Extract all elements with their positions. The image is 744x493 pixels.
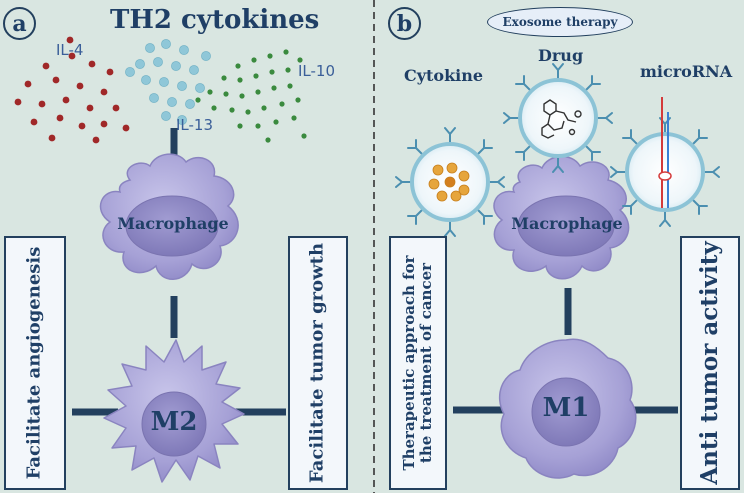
panel-b-label: b (396, 10, 413, 37)
il13-label: IL-13 (176, 116, 214, 134)
il4-dots (14, 36, 130, 144)
macrophage-cell-b (493, 155, 630, 280)
therapeutic-line-1: Therapeutic approach for (399, 255, 418, 471)
il10-dots (195, 49, 307, 143)
therapeutic-line-2: the treatment of cancer (417, 262, 435, 464)
m1-label: M1 (542, 393, 590, 423)
microrna-label: microRNA (640, 62, 733, 81)
panel-b-badge: b (388, 7, 421, 40)
exosome-drug (503, 63, 613, 173)
angiogenesis-text: Facilitate angiogenesis (23, 246, 45, 480)
exosome-microrna (610, 97, 720, 227)
panel-a-title: TH2 cytokines (110, 5, 320, 35)
m2-label: M2 (150, 407, 198, 437)
m2-cell (103, 339, 245, 483)
il10-label: IL-10 (298, 62, 336, 80)
exosome-therapy-badge: Exosome therapy (487, 7, 633, 37)
macrophage-label-a: Macrophage (117, 214, 229, 233)
exosome-cytokine (395, 127, 505, 237)
anti-tumor-text: Anti tumor activity (695, 241, 723, 485)
cytokine-label: Cytokine (404, 66, 484, 85)
therapeutic-approach-text: Therapeutic approach for the treatment o… (399, 255, 436, 471)
anti-tumor-box: Anti tumor activity (680, 236, 740, 490)
il13-dots (125, 39, 211, 125)
macrophage-cell-a (99, 153, 239, 280)
macrophage-label-b: Macrophage (511, 214, 623, 233)
il4-label: IL-4 (56, 41, 84, 59)
drug-label: Drug (538, 46, 584, 65)
angiogenesis-box: Facilitate angiogenesis (4, 236, 66, 490)
tumor-growth-box: Facilitate tumor growth (288, 236, 348, 490)
panel-a-label: a (12, 10, 27, 37)
connectors-b (453, 288, 678, 414)
m1-cell (499, 338, 637, 479)
panel-a-badge: a (3, 7, 36, 40)
tumor-growth-text: Facilitate tumor growth (306, 242, 328, 484)
therapeutic-approach-box: Therapeutic approach for the treatment o… (389, 236, 447, 490)
exosome-therapy-label: Exosome therapy (502, 15, 618, 29)
